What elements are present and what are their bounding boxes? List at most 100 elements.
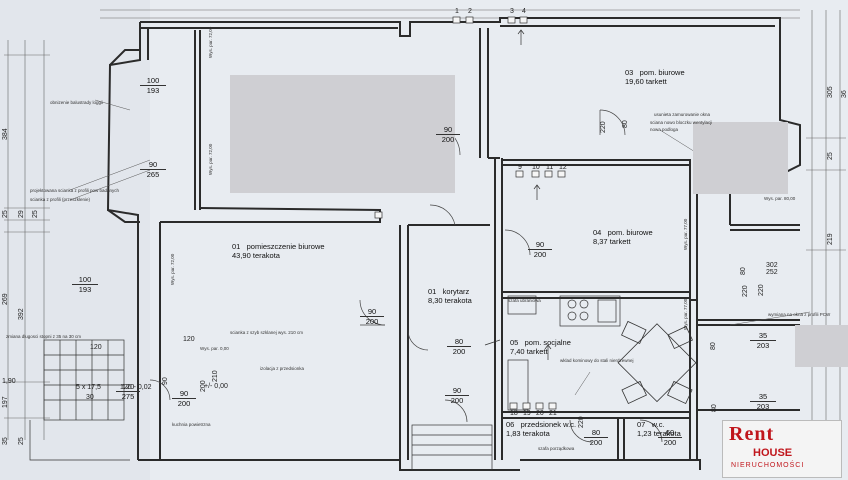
dim-right-305: 305: [827, 86, 834, 98]
dim-left-25: 25: [2, 210, 9, 218]
dimension-lines-right: [806, 10, 846, 470]
dim-220b: 220: [578, 416, 585, 428]
leader-lines: [69, 99, 811, 396]
socket-num-11: 11: [546, 164, 554, 171]
dim-left-25b: 25: [32, 210, 39, 218]
dim-210: 210: [212, 370, 219, 382]
dim-left-269: 269: [2, 293, 9, 305]
logo-line1: Rent: [729, 423, 775, 445]
socket-num-20: 20: [536, 410, 544, 417]
kitchen-fixtures: [507, 295, 621, 411]
dim-190: 1,90: [2, 378, 16, 385]
dim-stairs: 5 x 17,5: [76, 384, 101, 391]
note-sill5: Wys. par. 72,00: [170, 253, 175, 285]
dim-80d: 80: [711, 404, 718, 412]
note-cabinet: szafa ubraniowa: [508, 298, 541, 303]
socket-num-10: 10: [532, 164, 540, 171]
walls: [106, 17, 801, 471]
note-cabinet2: szafa porządkowa: [538, 446, 575, 451]
note-insul: izolacja z przedsionka: [260, 366, 305, 371]
socket-num-9: 9: [518, 164, 522, 171]
socket-boxes: [374, 16, 566, 410]
socket-num-3: 3: [510, 8, 514, 15]
socket-num-12: 12: [559, 164, 567, 171]
dim-80a: 80: [622, 120, 629, 128]
dim-right-25: 25: [827, 152, 834, 160]
room-label-01: 01 pomieszczenie biurowe 43,90 terakota: [232, 242, 325, 260]
bottom-steps: [411, 424, 493, 471]
paper-shade: [0, 0, 150, 480]
socket-num-1: 1: [455, 8, 459, 15]
note-sill: Wys. par. 72,00: [208, 26, 213, 58]
dim-252: 252: [766, 269, 778, 276]
socket-num-4: 4: [522, 8, 526, 15]
dim-200: 200: [200, 380, 207, 392]
note-loggia: obnizenie balustrady loggii: [50, 100, 104, 105]
room-label-04: 04 pom. biurowe 8,37 tarkett: [593, 228, 653, 246]
dim-302: 302: [766, 262, 778, 269]
dim-left-29: 29: [18, 210, 25, 218]
arrows: [484, 29, 552, 360]
socket-num-19: 19: [523, 410, 531, 417]
dim-80c: 80: [710, 342, 717, 350]
dim-220d: 220: [742, 285, 749, 297]
note-sill2: Wys. par. 80,00: [764, 196, 796, 201]
note-profile: projektowana scianka z profili pow badan…: [30, 188, 120, 193]
note-wall-top: scianka z profili (przeszklenie): [30, 197, 91, 202]
room-label-07: 07 w.c. 1,23 terakota: [637, 420, 681, 438]
dim-120a: 120: [90, 344, 102, 351]
dim-left-197: 197: [2, 396, 9, 408]
dim-right-36: 36: [841, 90, 848, 98]
note-sill4: Wys. par. 0,00: [200, 346, 229, 351]
socket-num-18: 18: [510, 410, 518, 417]
redacted-area-1: [230, 75, 455, 193]
dim-120b: 120: [183, 336, 195, 343]
table-chairs: [617, 320, 697, 405]
socket-num-21: 21: [549, 410, 557, 417]
note-kitchen: kuchnia powietrzna: [172, 422, 211, 427]
logo-line3: NIERUCHOMOŚCI: [731, 462, 805, 469]
note-sockets: sciana nowo bloczku wentylacji: [650, 120, 713, 125]
dim-left-384: 384: [2, 128, 9, 140]
dim-80b: 80: [740, 267, 747, 275]
redacted-area-2: [693, 122, 788, 194]
note-repl: usunieta zamurowanie okna: [654, 112, 711, 117]
note-side2: Wys. par. 77,00: [683, 298, 688, 330]
dim-90s: 90: [162, 377, 169, 385]
note-stairs-top: zmiana dlugosci stopni z 35 na 30 cm: [6, 334, 82, 339]
note-sill3: Wys. par. 77,00: [683, 218, 688, 250]
logo-line2: HOUSE: [753, 447, 793, 459]
dim-stairs2: 30: [86, 394, 94, 401]
dim-left-392: 392: [18, 308, 25, 320]
dim-220a: 220: [758, 284, 765, 296]
rent-house-logo: Rent HOUSE NIERUCHOMOŚCI: [722, 420, 842, 478]
redacted-area-3: [795, 325, 848, 367]
room-label-03: 03 pom. biurowe 19,60 tarkett: [625, 68, 685, 86]
dim-right-219: 219: [827, 233, 834, 245]
room-label-06: 06 przedsionek w.c. 1,83 terakota: [506, 420, 577, 438]
room-label-korytarz: 01 korytarz 8,30 terakota: [428, 287, 472, 305]
note-floor: nowa podloga: [650, 127, 679, 132]
dim-220c: 220: [600, 121, 607, 133]
stairs: [29, 339, 130, 461]
dim-left-35: 35: [2, 437, 9, 445]
dim-left-25c: 25: [18, 437, 25, 445]
note-side: Wys. par. 72,00: [208, 143, 213, 175]
socket-num-2: 2: [468, 8, 472, 15]
room-label-05: 05 pom. socjalne 7,40 tarkett: [510, 338, 571, 356]
